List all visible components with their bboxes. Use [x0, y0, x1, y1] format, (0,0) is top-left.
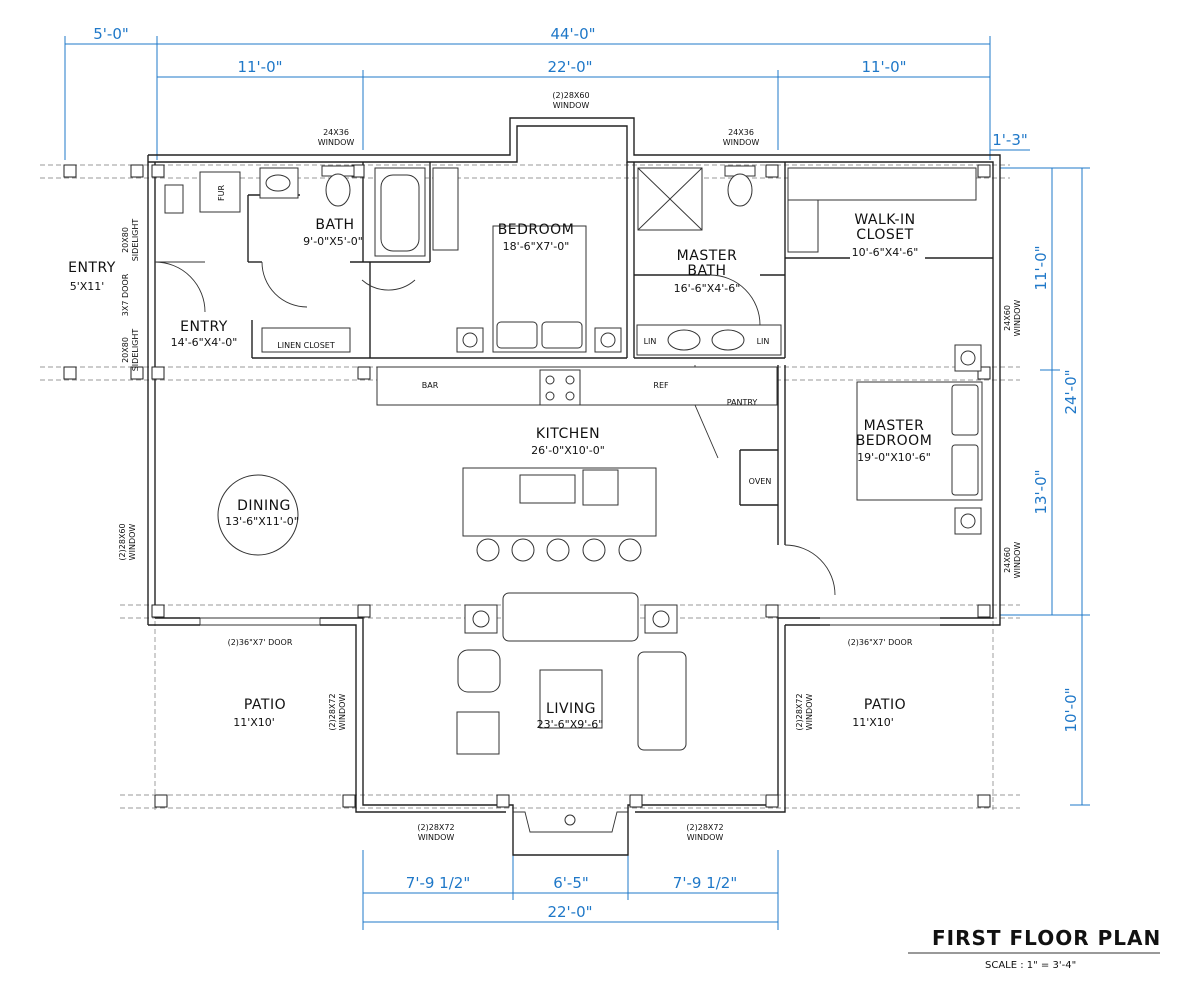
- note-win-dining-2: WINDOW: [128, 524, 137, 561]
- dim-top-mid: 22'-0": [547, 58, 592, 76]
- note-win-living-right-1: (2)28X72: [795, 693, 804, 730]
- label-lin-left: LIN: [644, 337, 657, 346]
- room-master-bath-1: MASTER: [677, 248, 738, 264]
- note-win-top-center-2: WINDOW: [553, 101, 590, 110]
- note-sidelight-top-2: SIDELIGHT: [131, 219, 140, 262]
- room-master-bath-size: 16'-6"X4'-6": [674, 282, 741, 295]
- fixture-labels: LINEN CLOSET FUR BAR REF PANTRY OVEN LIN…: [217, 185, 771, 486]
- dim-right-overall: 24'-0": [1062, 369, 1080, 414]
- dim-bottom-overall: 22'-0": [547, 903, 592, 921]
- note-win-top-right-2: WINDOW: [723, 138, 760, 147]
- room-dining: DINING: [237, 498, 291, 514]
- dim-right-offset: 1'-3": [992, 131, 1028, 149]
- note-door-right: (2)36"X7' DOOR: [848, 638, 913, 647]
- room-patio-left-size: 11'X10': [233, 716, 275, 729]
- room-kitchen: KITCHEN: [536, 426, 600, 442]
- label-lin-right: LIN: [757, 337, 770, 346]
- note-win-right-upper-1: 24X60: [1003, 305, 1012, 331]
- room-entry: ENTRY: [180, 319, 228, 335]
- room-patio-right: PATIO: [864, 697, 906, 713]
- room-entry-outside-size: 5'X11': [70, 280, 105, 293]
- label-pantry: PANTRY: [727, 398, 758, 407]
- dim-bottom-right: 7'-9 1/2": [673, 874, 737, 892]
- room-living: LIVING: [546, 701, 596, 717]
- note-win-living-left-2: WINDOW: [338, 694, 347, 731]
- room-master-bedroom-2: BEDROOM: [856, 433, 933, 449]
- room-master-bath-2: BATH: [687, 263, 726, 279]
- dim-right-patio: 10'-0": [1062, 687, 1080, 732]
- note-win-bottom-right-1: (2)28X72: [686, 823, 723, 832]
- room-patio-right-size: 11'X10': [852, 716, 894, 729]
- dim-bottom-left: 7'-9 1/2": [406, 874, 470, 892]
- dim-right-lower: 13'-0": [1032, 469, 1050, 514]
- label-fur: FUR: [217, 185, 226, 201]
- interior-walls: [247, 162, 993, 545]
- note-win-bottom-right-2: WINDOW: [687, 833, 724, 842]
- room-bedroom: BEDROOM: [498, 222, 575, 238]
- note-win-living-left-1: (2)28X72: [328, 693, 337, 730]
- dim-top-porch: 5'-0": [93, 25, 129, 43]
- plan-scale: SCALE : 1" = 3'-4": [985, 960, 1076, 971]
- dim-top-left: 11'-0": [237, 58, 282, 76]
- label-linen-closet: LINEN CLOSET: [277, 341, 335, 350]
- room-patio-left: PATIO: [244, 697, 286, 713]
- note-win-top-left-1: 24X36: [323, 128, 349, 137]
- room-master-bedroom-1: MASTER: [864, 418, 925, 434]
- note-win-top-left-2: WINDOW: [318, 138, 355, 147]
- room-kitchen-size: 26'-0"X10'-0": [531, 444, 605, 457]
- room-bath-size: 9'-0"X5'-0": [303, 235, 363, 248]
- room-bath: BATH: [315, 217, 354, 233]
- note-win-bottom-left-1: (2)28X72: [417, 823, 454, 832]
- note-sidelight-bot: 20X80: [121, 337, 130, 363]
- dim-right-upper: 11'-0": [1032, 245, 1050, 290]
- window-door-notes: (2)28X60 WINDOW 24X36 WINDOW 24X36 WINDO…: [118, 91, 1022, 842]
- dim-top-right: 11'-0": [861, 58, 906, 76]
- dim-top-overall: 44'-0": [550, 25, 595, 43]
- room-bedroom-size: 18'-6"X7'-0": [503, 240, 570, 253]
- posts: [63, 164, 991, 808]
- plan-title: FIRST FLOOR PLAN: [932, 926, 1161, 950]
- note-win-right-lower-2: WINDOW: [1013, 542, 1022, 579]
- dimension-lines: [64, 36, 1090, 930]
- note-sidelight-bot-2: SIDELIGHT: [131, 329, 140, 372]
- room-master-bedroom-size: 19'-0"X10'-6": [857, 451, 931, 464]
- note-win-top-right-1: 24X36: [728, 128, 754, 137]
- room-labels: ENTRY 5'X11' ENTRY 14'-6"X4'-0" BATH 9'-…: [68, 212, 932, 731]
- label-bar: BAR: [422, 381, 439, 390]
- label-oven: OVEN: [749, 477, 772, 486]
- note-win-right-upper-2: WINDOW: [1013, 300, 1022, 337]
- label-ref: REF: [653, 381, 669, 390]
- room-dining-size: 13'-6"X11'-0": [225, 515, 299, 528]
- room-walk-in-closet-2: CLOSET: [856, 227, 913, 243]
- fixtures: [164, 165, 983, 826]
- note-door-3x7: 3X7 DOOR: [121, 273, 130, 316]
- room-entry-outside: ENTRY: [68, 260, 116, 276]
- title-block: FIRST FLOOR PLAN SCALE : 1" = 3'-4": [908, 926, 1161, 971]
- room-living-size: 23'-6"X9'-6": [537, 718, 604, 731]
- dim-bottom-mid: 6'-5": [553, 874, 589, 892]
- note-win-bottom-left-2: WINDOW: [418, 833, 455, 842]
- note-win-right-lower-1: 24X60: [1003, 547, 1012, 573]
- note-win-living-right-2: WINDOW: [805, 694, 814, 731]
- room-walk-in-closet-size: 10'-6"X4'-6": [852, 246, 919, 259]
- note-door-left: (2)36"X7' DOOR: [228, 638, 293, 647]
- exterior-walls: [147, 117, 1001, 856]
- note-win-dining-1: (2)28X60: [118, 523, 127, 560]
- door-swings: [154, 261, 940, 626]
- note-win-top-center-1: (2)28X60: [552, 91, 589, 100]
- dimension-labels: 5'-0" 44'-0" 11'-0" 22'-0" 11'-0" 1'-3" …: [93, 25, 1080, 921]
- note-sidelight-top: 20X80: [121, 227, 130, 253]
- room-entry-size: 14'-6"X4'-0": [171, 336, 238, 349]
- room-walk-in-closet-1: WALK-IN: [854, 212, 915, 228]
